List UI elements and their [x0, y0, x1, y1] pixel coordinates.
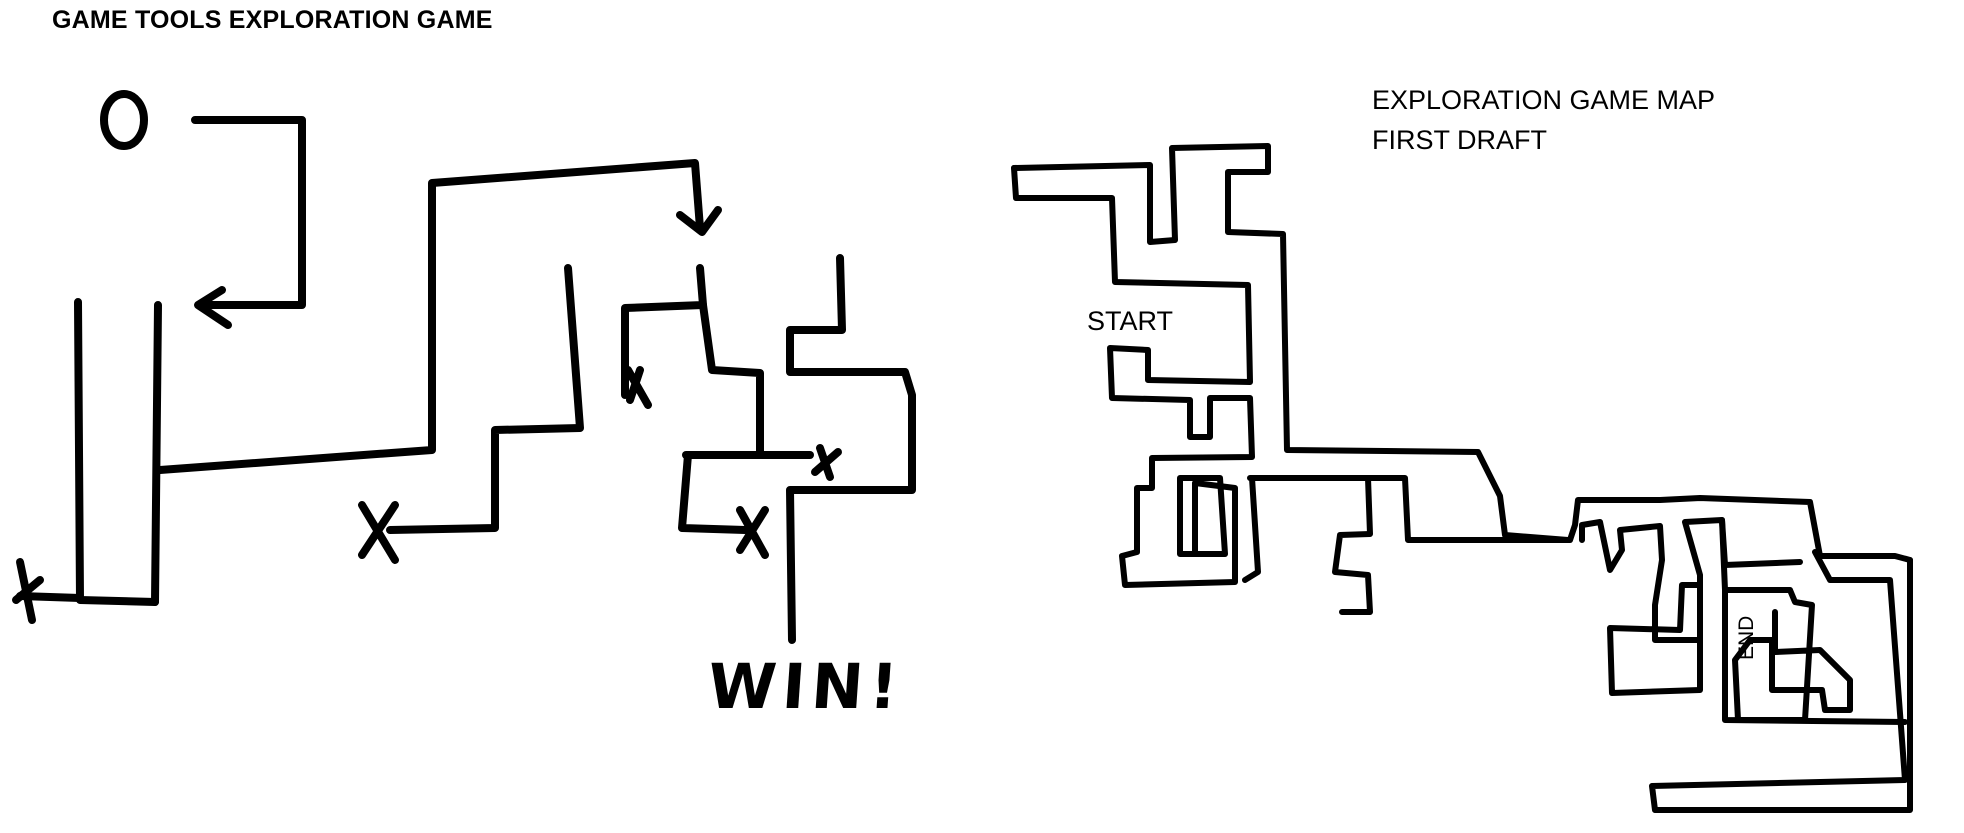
x-mark-center-right — [811, 444, 842, 481]
map-wall-middle — [1242, 475, 1373, 615]
player-circle — [100, 90, 148, 150]
center-vertical — [699, 301, 764, 459]
middle-zigzag — [386, 264, 584, 534]
right-branch-upper — [786, 254, 916, 644]
x-mark-center-bottom — [736, 506, 769, 559]
map-wall-end-corridor — [1722, 587, 1908, 725]
x-mark-far-left — [12, 558, 44, 624]
x-mark-middle-left — [358, 501, 399, 564]
center-upper-branch — [621, 264, 707, 399]
map-wall-right-outer — [1649, 549, 1913, 813]
map-room-lower-left — [1177, 475, 1228, 557]
left-corridor-inner — [151, 301, 162, 606]
end-label: END — [1735, 615, 1758, 660]
map-wall-start-area — [1011, 165, 1255, 588]
right-maze-map — [1011, 143, 1913, 813]
page-title: GAME TOOLS EXPLORATION GAME — [52, 6, 493, 34]
win-label: WIN! — [705, 650, 907, 723]
map-wall-middle-right — [1365, 475, 1913, 563]
map-wall-end-area — [1607, 517, 1853, 723]
map-title-line1: EXPLORATION GAME MAP — [1372, 85, 1716, 115]
map-wall-right-inner — [1579, 517, 1803, 643]
map-title: EXPLORATION GAME MAP FIRST DRAFT — [1372, 80, 1715, 160]
start-label: START — [1087, 306, 1174, 336]
left-corridor-outer — [74, 298, 159, 606]
map-wall-upper-left — [1011, 143, 1571, 543]
left-maze-sketch — [12, 90, 916, 644]
arrow-down-head — [676, 206, 722, 236]
entry-arrow-path — [191, 116, 306, 309]
left-corridor-link — [16, 592, 84, 602]
x-mark-center-top — [624, 366, 652, 409]
center-lower-loop — [678, 451, 749, 534]
main-path — [156, 159, 704, 474]
entry-arrow-head — [194, 286, 232, 329]
map-title-line2: FIRST DRAFT — [1372, 125, 1547, 155]
